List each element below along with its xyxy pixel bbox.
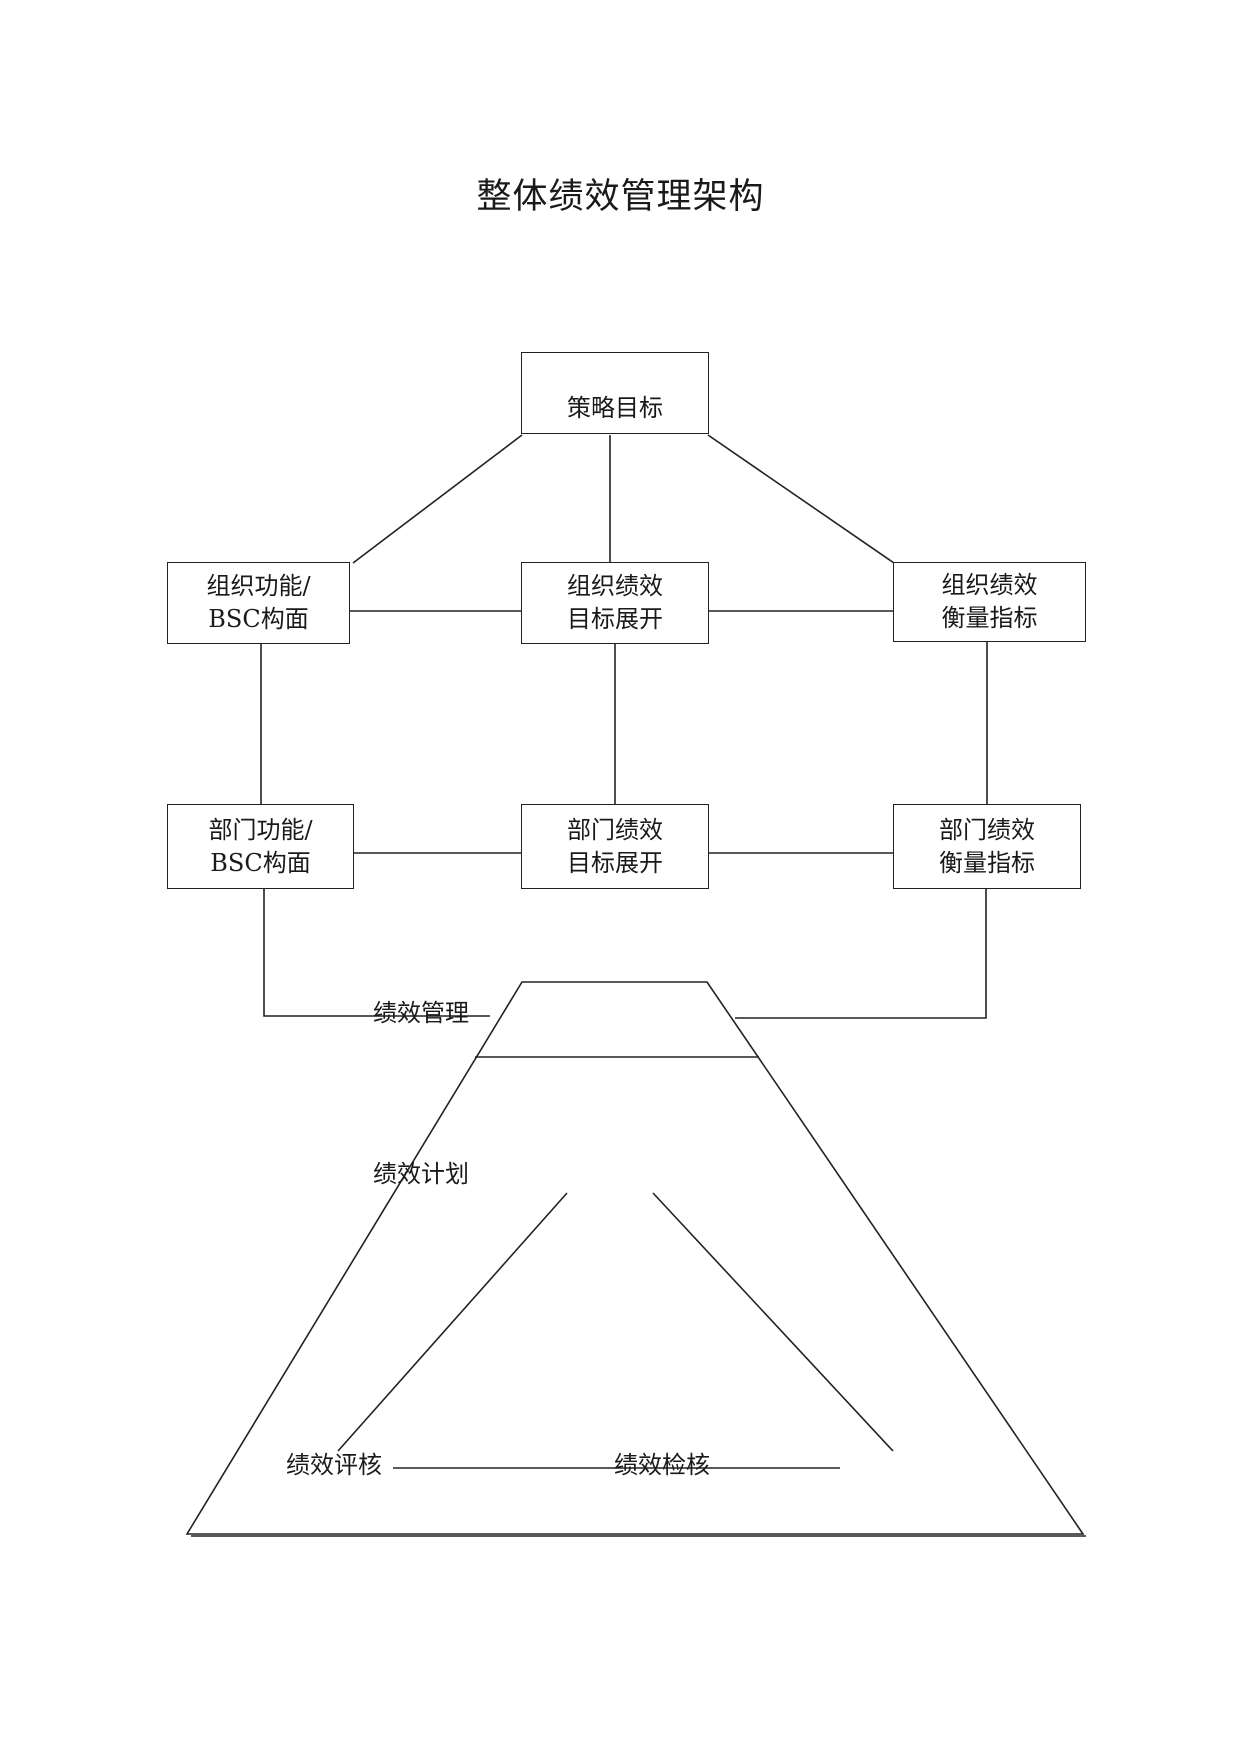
dept-function-line1: 部门功能/ — [208, 815, 313, 844]
dept-goal-line2: 目标展开 — [567, 848, 663, 877]
org-measure-line2: 衡量指标 — [941, 604, 1038, 632]
connector-dept-measure-management — [735, 889, 987, 1019]
dept-function-box: 部门功能/ BSC构面 — [167, 804, 354, 889]
dept-measure-line2: 衡量指标 — [939, 848, 1035, 877]
connector-strategy-org-measure — [707, 434, 895, 564]
org-goal-line2: 目标展开 — [567, 605, 663, 633]
org-function-line2: BSC构面 — [208, 605, 309, 633]
strategy-goal-box: 策略目标 — [521, 352, 709, 434]
performance-appraisal-label: 绩效评核 — [286, 1451, 382, 1479]
management-pyramid — [185, 981, 1085, 1535]
dept-measure-line1: 部门绩效 — [939, 815, 1035, 844]
org-measure-box: 组织绩效 衡量指标 — [893, 562, 1086, 642]
dept-goal-box: 部门绩效 目标展开 — [521, 804, 709, 889]
strategy-goal-label: 策略目标 — [567, 394, 663, 422]
dept-goal-line1: 部门绩效 — [567, 815, 663, 844]
org-function-box: 组织功能/ BSC构面 — [167, 562, 350, 644]
connector-strategy-org-function — [352, 434, 523, 564]
org-function-line1: 组织功能/ — [206, 572, 311, 600]
cycle-line-left — [337, 1192, 568, 1452]
dept-function-line2: BSC构面 — [210, 848, 311, 877]
page-title: 整体绩效管理架构 — [476, 177, 765, 217]
dept-measure-box: 部门绩效 衡量指标 — [893, 804, 1081, 889]
org-goal-box: 组织绩效 目标展开 — [521, 562, 709, 644]
connector-dept-function-management — [263, 889, 490, 1017]
performance-management-label: 绩效管理 — [373, 999, 469, 1027]
org-measure-line1: 组织绩效 — [941, 571, 1038, 599]
performance-review-label: 绩效检核 — [614, 1451, 710, 1479]
cycle-line-right — [652, 1192, 894, 1452]
performance-planning-label: 绩效计划 — [373, 1160, 469, 1188]
org-goal-line1: 组织绩效 — [567, 572, 663, 600]
